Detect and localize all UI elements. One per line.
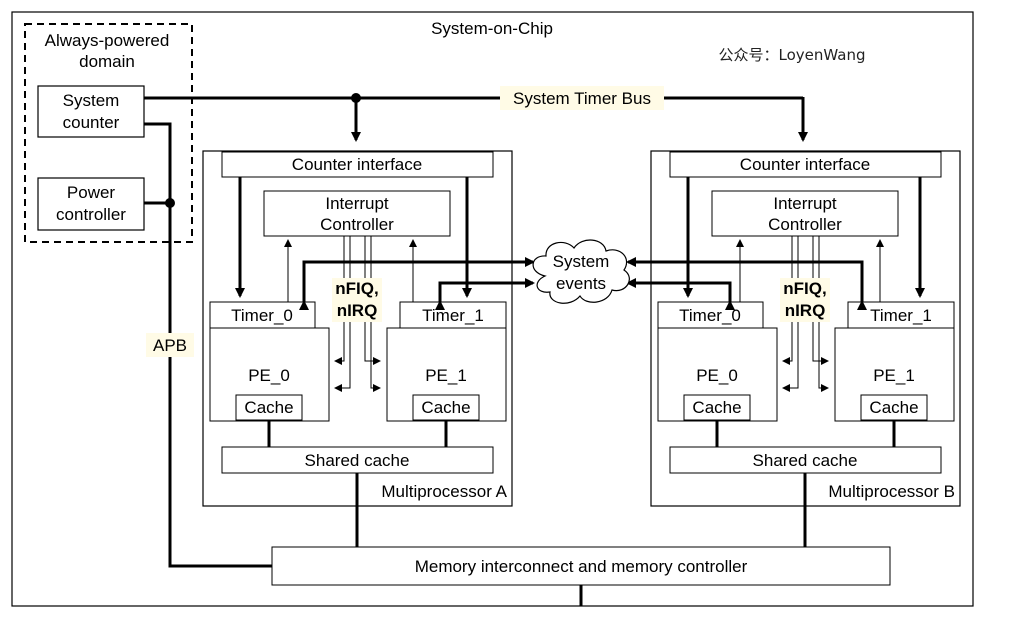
- memory-interconnect-label: Memory interconnect and memory controlle…: [415, 557, 748, 576]
- irq-a-line2: nIRQ: [337, 301, 378, 320]
- shared-cache-a: [221, 446, 494, 474]
- system-events-line1: System: [553, 252, 610, 271]
- shared-cache-b-label: Shared cache: [753, 451, 858, 470]
- pe0-a-label: PE_0: [248, 366, 290, 385]
- multiprocessor-b-label: Multiprocessor B: [828, 482, 955, 501]
- always-powered-title-line2: domain: [79, 52, 135, 71]
- pe1-a-label: PE_1: [425, 366, 467, 385]
- cache1-a: [412, 394, 480, 421]
- shared-cache-b: [669, 446, 942, 474]
- power-controller-line2: controller: [56, 205, 126, 224]
- system-timer-bus: [144, 93, 808, 142]
- multiprocessor-b: [650, 150, 961, 547]
- counter-interface-a-label: Counter interface: [292, 155, 422, 174]
- timer1-b-label: Timer_1: [870, 306, 932, 325]
- system-events-arrows: [299, 257, 867, 310]
- always-powered-title-line1: Always-powered: [45, 31, 170, 50]
- timer0-a-label: Timer_0: [231, 306, 293, 325]
- cache0-a: [235, 394, 303, 421]
- shared-cache-a-label: Shared cache: [305, 451, 410, 470]
- timer1-a-label: Timer_1: [422, 306, 484, 325]
- irq-b-line1: nFIQ,: [783, 279, 826, 298]
- interrupt-controller-a-line2: Controller: [320, 215, 394, 234]
- cache0-b-label: Cache: [692, 398, 741, 417]
- pe0-b-label: PE_0: [696, 366, 738, 385]
- irq-a-line1: nFIQ,: [335, 279, 378, 298]
- interrupt-controller-a: [263, 190, 451, 237]
- counter-interface-b: [669, 151, 942, 178]
- cache0-a-label: Cache: [244, 398, 293, 417]
- system-counter-line1: System: [63, 91, 120, 110]
- power-controller-line1: Power: [67, 183, 116, 202]
- apb-label-bg: [146, 333, 194, 357]
- counter-interface-b-label: Counter interface: [740, 155, 870, 174]
- cache0-b: [683, 394, 751, 421]
- irq-b-line2: nIRQ: [785, 301, 826, 320]
- soc-title: System-on-Chip: [431, 19, 553, 38]
- soc-boundary: [11, 11, 974, 607]
- counter-interface-a: [221, 151, 494, 178]
- system-counter-box: [37, 85, 145, 138]
- multiprocessor-a-label: Multiprocessor A: [381, 482, 507, 501]
- cache1-a-label: Cache: [421, 398, 470, 417]
- system-timer-bus-label: System Timer Bus: [513, 89, 651, 108]
- cache1-b: [860, 394, 928, 421]
- always-powered-domain: [24, 23, 193, 243]
- apb-label: APB: [153, 336, 187, 355]
- timer0-b-label: Timer_0: [679, 306, 741, 325]
- interrupt-controller-b: [711, 190, 899, 237]
- watermark: 公众号：LoyenWang: [719, 46, 866, 64]
- interrupt-controller-b-line2: Controller: [768, 215, 842, 234]
- system-events-cloud: [532, 239, 630, 304]
- interrupt-controller-b-line1: Interrupt: [773, 194, 837, 213]
- cache1-b-label: Cache: [869, 398, 918, 417]
- interrupt-controller-a-line1: Interrupt: [325, 194, 389, 213]
- pe1-b-label: PE_1: [873, 366, 915, 385]
- system-timer-bus-label-bg: [500, 86, 664, 110]
- system-events-line2: events: [556, 274, 606, 293]
- system-counter-line2: counter: [63, 113, 120, 132]
